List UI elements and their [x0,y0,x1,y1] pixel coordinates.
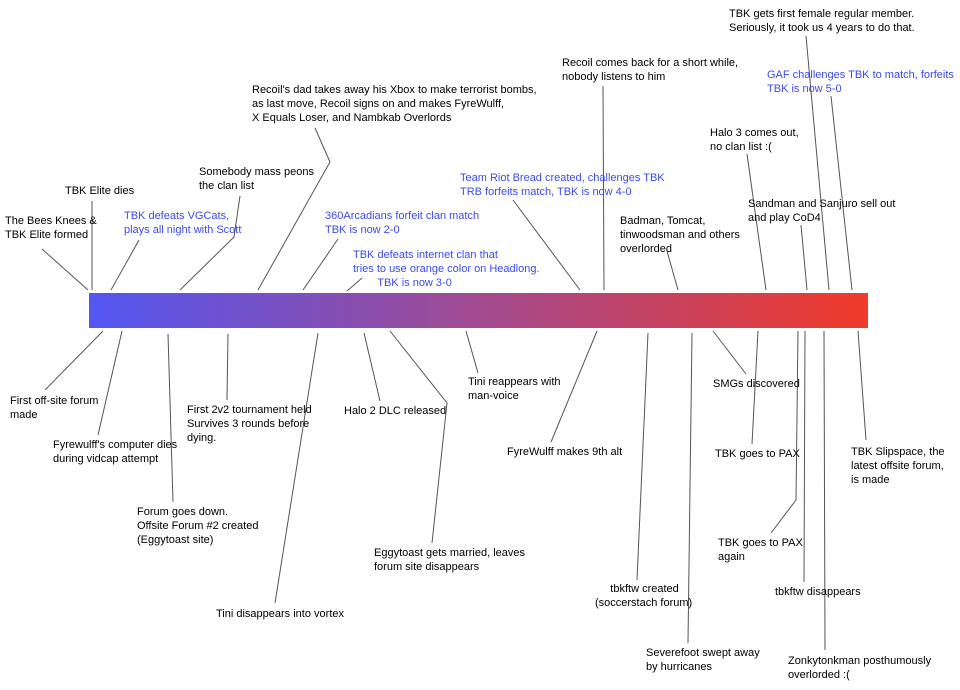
connector-smgs-discovered [712,330,747,375]
note-tbk-goes-pax-again: TBK goes to PAX again [718,537,803,563]
connector-tbkftw-disappears [803,330,806,583]
connector-tini-reappears [465,330,479,374]
note-tini-reappears: Tini reappears with man-voice [468,376,561,402]
connector-bees-knees-formed [41,248,89,291]
note-first-offsite-forum: First off-site forum made [10,395,99,421]
note-bees-knees-formed: The Bees Knees & TBK Elite formed [5,215,97,241]
connector-sandman-sanjuro [800,224,808,291]
connector-zonkytonkman [823,330,826,651]
note-tbkftw-created: tbkftw created (soccerstach forum) [595,583,693,609]
connector-tini-vortex [274,332,319,604]
timeline-bar [89,293,868,328]
connector-tbk-slipspace [857,330,867,441]
note-fyrewulff-computer-dies: Fyrewulff's computer dies during vidcap … [53,439,178,465]
note-sandman-sanjuro: Sandman and Sanjuro sell out and play Co… [748,198,896,224]
connector-recoil-comes-back [602,85,605,291]
connector-tbk-goes-pax-again [770,330,799,534]
note-tbk-goes-pax: TBK goes to PAX [715,448,800,460]
connector-gaf-challenges [830,95,853,291]
connector-halo2-dlc [363,332,381,402]
connector-arcadians-forfeit [302,238,339,291]
connector-halo3-out [746,153,767,291]
connector-tbkftw-created [636,332,649,581]
connector-defeats-internet-clan [346,277,363,292]
note-recoil-comes-back: Recoil comes back for a short while, nob… [562,57,739,83]
connector-team-riot-bread [512,199,581,291]
note-first-female-member: TBK gets first female regular member. Se… [729,8,915,34]
note-defeats-vgcats: TBK defeats VGCats, plays all night with… [124,210,242,236]
note-tbk-elite-dies: TBK Elite dies [65,185,135,197]
note-forum-goes-down: Forum goes down. Offsite Forum #2 create… [137,506,259,546]
connector-tbk-goes-pax [751,330,759,445]
note-severefoot-hurricanes: Severefoot swept away by hurricanes [646,647,760,673]
note-tini-vortex: Tini disappears into vortex [216,608,344,620]
note-badman-overlorded: Badman, Tomcat, tinwoodsman and others o… [620,215,740,255]
connector-severefoot-hurricanes [687,332,693,644]
connector-recoils-dad [257,127,331,291]
note-tbk-slipspace: TBK Slipspace, the latest offsite forum,… [851,446,945,486]
note-mass-peons: Somebody mass peons the clan list [199,166,314,192]
connector-defeats-vgcats [110,239,140,291]
note-halo2-dlc: Halo 2 DLC released [344,405,447,417]
connector-first-offsite-forum [44,330,104,391]
connector-forum-goes-down [167,333,174,503]
connector-mass-peons [179,195,241,291]
note-team-riot-bread: Team Riot Bread created, challenges TBK … [460,172,665,198]
note-recoils-dad: Recoil's dad takes away his Xbox to make… [252,84,537,124]
connector-first-female-member [805,35,830,291]
note-fyrewulff-9th-alt: FyreWulff makes 9th alt [507,446,623,458]
connector-first-2v2-tournament [226,333,229,401]
connector-fyrewulff-9th-alt [550,330,598,443]
note-tbkftw-disappears: tbkftw disappears [775,586,861,598]
connector-eggytoast-married [389,330,448,544]
note-halo3-out: Halo 3 comes out, no clan list :( [710,127,799,153]
note-smgs-discovered: SMGs discovered [713,378,800,390]
connector-fyrewulff-computer-dies [97,330,123,436]
note-first-2v2-tournament: First 2v2 tournament held Survives 3 rou… [187,404,312,444]
note-zonkytonkman: Zonkytonkman posthumously overlorded :( [788,655,932,681]
note-defeats-internet-clan: TBK defeats internet clan that tries to … [353,249,540,289]
note-eggytoast-married: Eggytoast gets married, leaves forum sit… [374,547,526,573]
note-gaf-challenges: GAF challenges TBK to match, forfeits TB… [767,69,954,95]
connector-badman-overlorded [666,250,679,291]
note-arcadians-forfeit: 360Arcadians forfeit clan match TBK is n… [325,210,480,236]
